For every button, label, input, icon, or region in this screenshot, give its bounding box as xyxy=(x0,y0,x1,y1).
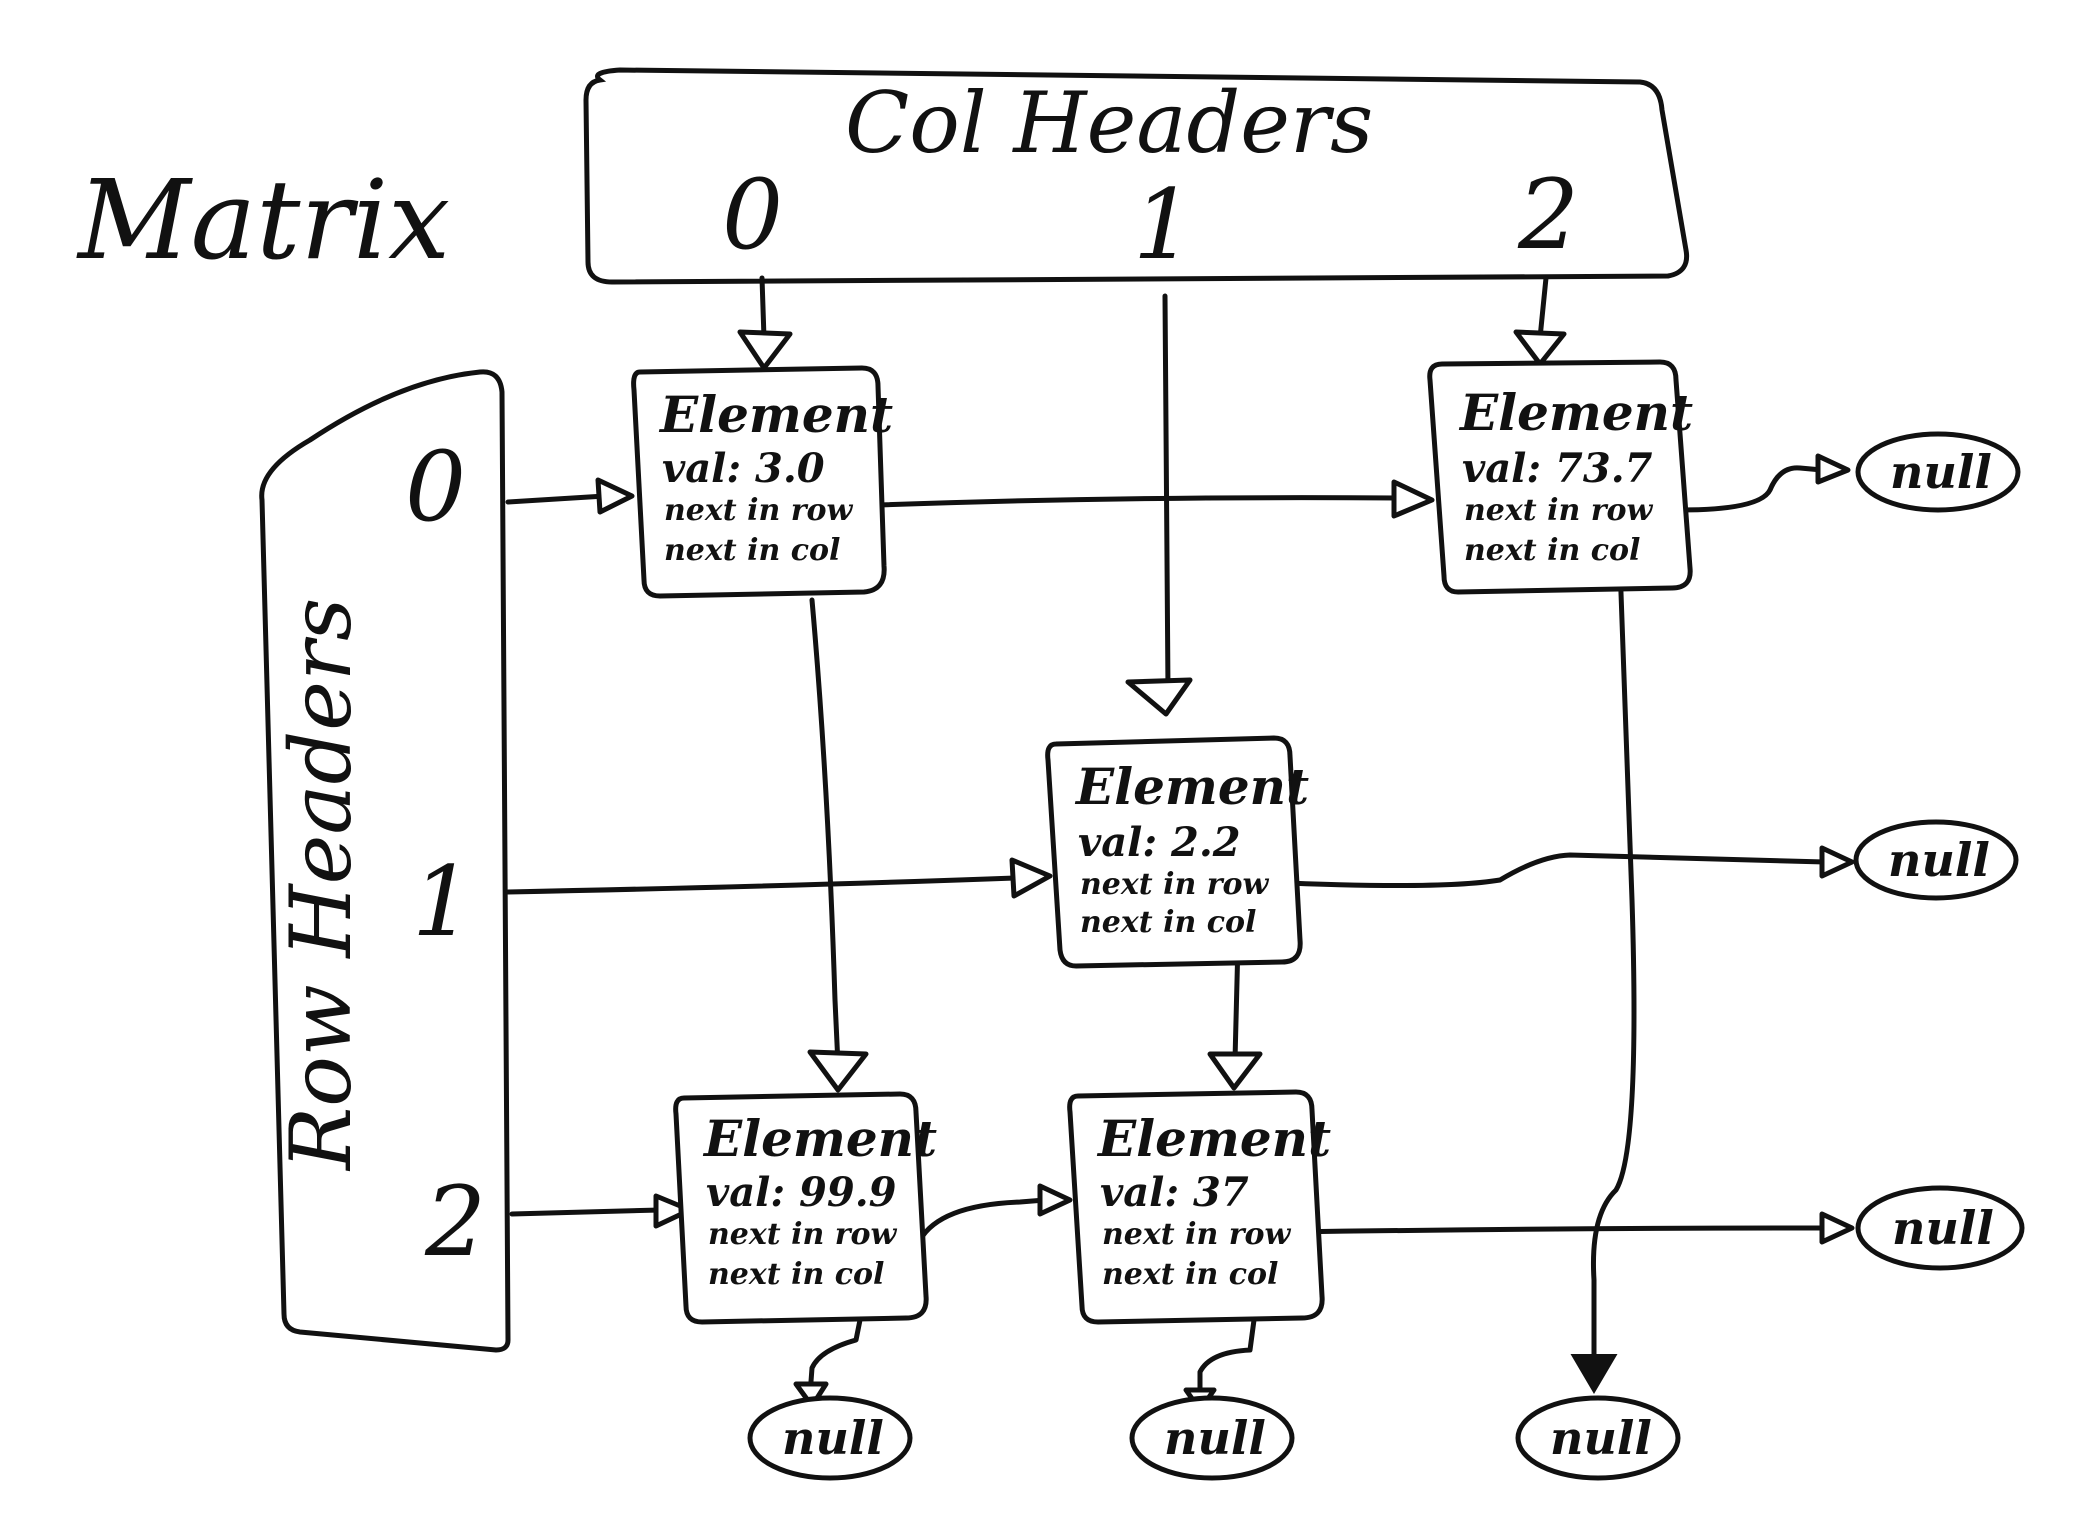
null-label: null xyxy=(782,1411,884,1465)
element-value: val: 99.9 xyxy=(706,1169,896,1216)
null-node: null xyxy=(1515,1395,1681,1481)
null-label: null xyxy=(1888,833,1990,887)
null-label: null xyxy=(1890,445,1992,499)
connections xyxy=(505,275,1855,1413)
element-node: Element val: 73.7 next in row next in co… xyxy=(1427,359,1693,595)
element-title: Element xyxy=(1074,757,1309,816)
null-label: null xyxy=(1550,1411,1652,1465)
element-next-col: next in col xyxy=(1464,533,1640,568)
element-value: val: 37 xyxy=(1100,1169,1249,1216)
element-title: Element xyxy=(1458,383,1693,442)
element-next-row: next in row xyxy=(664,493,854,528)
element-next-row: next in row xyxy=(708,1217,898,1252)
element-node: Element val: 2.2 next in row next in col xyxy=(1045,735,1309,969)
element-title: Element xyxy=(658,385,893,444)
element-next-row: next in row xyxy=(1464,493,1654,528)
null-label: null xyxy=(1892,1201,1994,1255)
null-node: null xyxy=(1855,1185,2025,1271)
col-header-2: 2 xyxy=(1517,159,1579,271)
element-value: val: 3.0 xyxy=(662,445,825,492)
null-node: null xyxy=(747,1395,913,1481)
col-header-1: 1 xyxy=(1133,169,1194,281)
null-node: null xyxy=(1853,819,2019,901)
null-node: null xyxy=(1855,431,2021,513)
element-node: Element val: 37 next in row next in col xyxy=(1067,1089,1331,1325)
element-next-col: next in col xyxy=(708,1257,884,1292)
element-next-row: next in row xyxy=(1080,867,1270,902)
element-title: Element xyxy=(702,1109,937,1168)
row-header-0: 0 xyxy=(405,431,466,543)
row-headers-box: Row Headers 0 1 2 xyxy=(259,369,511,1353)
col-headers-box: Col Headers 0 1 2 xyxy=(583,67,1690,285)
element-next-col: next in col xyxy=(1080,905,1256,940)
element-value: val: 73.7 xyxy=(1462,445,1653,492)
element-next-col: next in col xyxy=(1102,1257,1278,1292)
element-node: Element val: 3.0 next in row next in col xyxy=(631,365,893,599)
element-value: val: 2.2 xyxy=(1078,819,1241,866)
row-headers-label: Row Headers xyxy=(272,598,370,1172)
col-headers-label: Col Headers xyxy=(845,74,1373,172)
element-node: Element val: 99.9 next in row next in co… xyxy=(673,1091,937,1325)
element-title: Element xyxy=(1096,1109,1331,1168)
null-node: null xyxy=(1129,1395,1295,1481)
element-next-col: next in col xyxy=(664,533,840,568)
element-next-row: next in row xyxy=(1102,1217,1292,1252)
col-header-0: 0 xyxy=(722,159,783,271)
matrix-title: Matrix xyxy=(76,156,450,284)
row-header-2: 2 xyxy=(424,1166,486,1278)
null-label: null xyxy=(1164,1411,1266,1465)
row-header-1: 1 xyxy=(412,846,473,958)
